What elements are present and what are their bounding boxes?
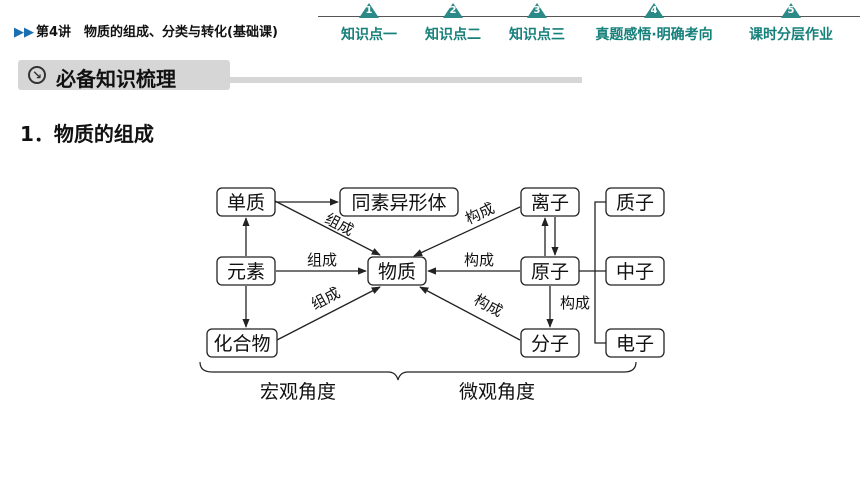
node-fenzi: 分子: [531, 333, 569, 355]
node-zhongzi: 中子: [616, 261, 654, 283]
nav-tab-5[interactable]: 5 课时分层作业: [749, 3, 833, 43]
node-danzhi: 单质: [227, 192, 265, 214]
bracket-subatomic: [594, 201, 606, 344]
triangle-marker-icon: [527, 3, 547, 18]
node-yuansu: 元素: [227, 261, 265, 283]
nav-tab-4[interactable]: 4 真题感悟·明确考向: [595, 3, 713, 43]
triangle-marker-icon: [359, 3, 379, 18]
brace-macro: [199, 361, 409, 381]
node-box-huahewu: [206, 328, 278, 358]
edge-label-goucheng-yuanzi: 构成: [464, 251, 494, 269]
arrow-fenzi-wuzhi: [419, 286, 521, 341]
top-navigation-bar: ▶▶第4讲 物质的组成、分类与转化(基础课) 1 知识点一 2 知识点二 3 知…: [0, 0, 860, 46]
nav-divider-line: [318, 16, 860, 17]
nav-tab-2[interactable]: 2 知识点二: [425, 3, 481, 43]
triangle-marker-icon: [644, 3, 664, 18]
node-dianzi: 电子: [616, 333, 654, 355]
triangle-marker-icon: [781, 3, 801, 18]
node-zhizi: 质子: [616, 192, 654, 214]
node-huahewu: 化合物: [213, 333, 270, 355]
node-box-fenzi: [520, 328, 580, 358]
edge-label-goucheng-lizi: 构成: [462, 199, 497, 228]
node-box-yuansu: [216, 256, 276, 286]
section-title: 必备知识梳理: [56, 67, 176, 91]
node-yuanzi: 原子: [531, 261, 569, 283]
subsection-heading: 1．物质的组成: [20, 122, 154, 146]
lesson-title: ▶▶第4讲 物质的组成、分类与转化(基础课): [14, 25, 278, 40]
node-box-wuzhi: [367, 256, 427, 286]
brace-micro: [408, 361, 637, 373]
nav-tab-3[interactable]: 3 知识点三: [509, 3, 565, 43]
node-lizi: 离子: [531, 192, 569, 214]
play-arrow-icon: ▶▶: [14, 25, 34, 40]
arrow-huahewu-wuzhi: [276, 286, 381, 341]
node-tongsu: 同素异形体: [351, 192, 446, 214]
node-box-tongsu: [339, 187, 459, 217]
nav-tab-1[interactable]: 1 知识点一: [341, 3, 397, 43]
arrow-danzhi-wuzhi: [274, 200, 381, 256]
node-box-lizi: [520, 187, 580, 217]
arrow-circle-icon: ↘: [28, 66, 46, 84]
brace-label-macro: 宏观角度: [260, 381, 336, 403]
arrow-lizi-wuzhi: [413, 206, 521, 257]
triangle-marker-icon: [443, 3, 463, 18]
brace-label-micro: 微观角度: [459, 381, 535, 403]
edge-label-goucheng-yuanzi-fenzi: 构成: [560, 294, 590, 312]
edge-label-zucheng-yuansu: 组成: [307, 251, 337, 269]
node-wuzhi: 物质: [378, 261, 416, 283]
